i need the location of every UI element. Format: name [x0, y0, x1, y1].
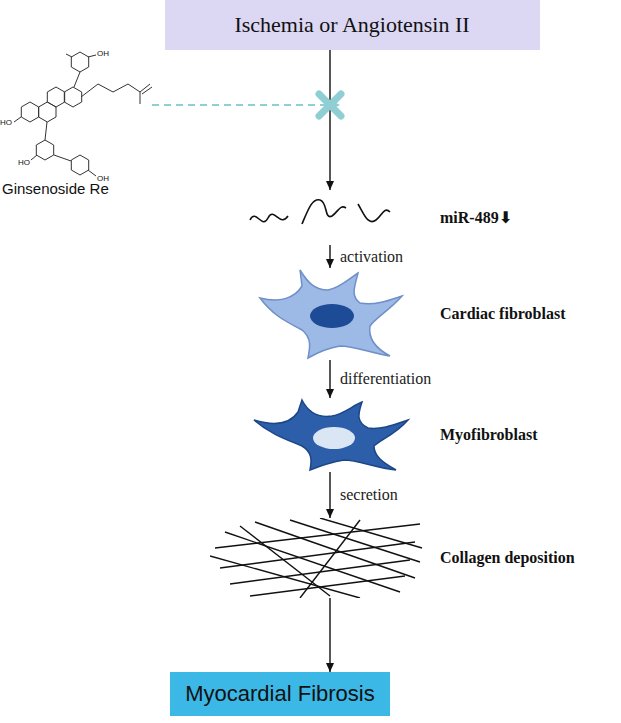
myofibroblast-node: Myofibroblast: [240, 398, 600, 472]
stage-label: Cardiac fibroblast: [440, 305, 565, 323]
cell-illustration: [240, 268, 420, 360]
atom-label: OH: [97, 49, 109, 58]
stage-label: Collagen deposition: [440, 549, 575, 567]
edge-label: activation: [340, 248, 403, 266]
flow-arrow: [329, 50, 330, 190]
cell-illustration: [210, 518, 425, 598]
flow-arrow: [329, 360, 330, 398]
molecule-bonds: [14, 52, 152, 176]
mirna-node: miR-489⬇: [240, 190, 600, 245]
atom-label: HO: [0, 118, 12, 127]
block-mark: [319, 94, 341, 116]
edge-label: secretion: [340, 486, 398, 504]
compound-name: Ginsenoside Re: [2, 180, 109, 197]
atom-label: HO: [18, 158, 30, 167]
molecule-ring: [36, 140, 53, 160]
cell-illustration: [240, 190, 420, 245]
inhibition-arrow: [152, 104, 332, 106]
input-box: Ischemia or Angiotensin II: [165, 0, 540, 50]
molecule-ring: [21, 102, 38, 122]
outcome-box: Myocardial Fibrosis: [170, 672, 390, 716]
flow-arrow: [329, 598, 330, 672]
flow-arrow: [329, 472, 330, 518]
molecule-ring: [71, 52, 88, 72]
flow-arrow: [329, 245, 330, 268]
stage-label: Myofibroblast: [440, 426, 537, 444]
atom-label: OH: [97, 174, 109, 183]
molecule-ring: [47, 87, 64, 107]
molecule-ring: [64, 87, 81, 107]
fibroblast-node: Cardiac fibroblast: [240, 268, 600, 360]
edge-label: differentiation: [340, 370, 431, 388]
collagen-node: Collagen deposition: [210, 518, 600, 598]
box-text: Myocardial Fibrosis: [185, 681, 375, 707]
box-text: Ischemia or Angiotensin II: [234, 12, 469, 38]
cell-illustration: [240, 398, 420, 472]
molecule-ring: [71, 155, 88, 175]
stage-label: miR-489⬇: [440, 208, 512, 227]
